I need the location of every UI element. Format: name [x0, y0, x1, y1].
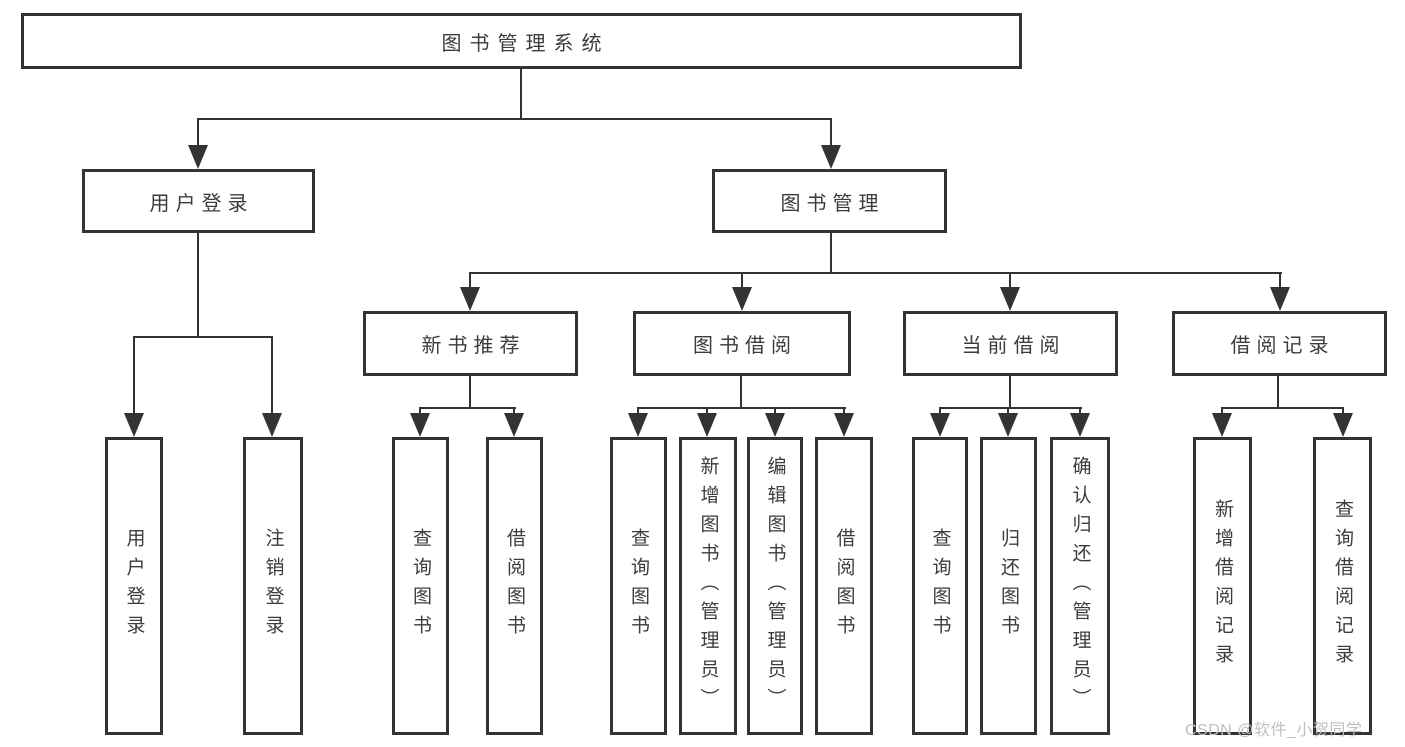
leaf-user-login: 用户登录 — [105, 437, 163, 735]
arrowhead-down-icon — [998, 413, 1018, 437]
leaf-query-books-borrowing: 查询图书 — [610, 437, 667, 735]
arrowhead-down-icon — [188, 145, 208, 169]
node-book-management-label: 图书管理 — [780, 192, 885, 215]
arrowhead-down-icon — [504, 413, 524, 437]
connector-stem — [1221, 407, 1223, 415]
leaf-query-books-current-label: 查询图书 — [929, 528, 951, 644]
leaf-user-login-label: 用户登录 — [123, 528, 145, 644]
arrowhead-down-icon — [1070, 413, 1090, 437]
connector-stem — [197, 118, 199, 147]
leaf-add-books-admin-label: 新增图书（管理员） — [697, 455, 719, 717]
leaf-confirm-return-admin-label: 确认归还（管理员） — [1069, 455, 1091, 717]
node-book-borrowing: 图书借阅 — [633, 311, 851, 376]
leaf-edit-books-admin-label: 编辑图书（管理员） — [764, 455, 786, 717]
connector-stem — [830, 233, 832, 274]
arrowhead-down-icon — [930, 413, 950, 437]
leaf-return-books-label: 归还图书 — [998, 528, 1019, 644]
node-root-label: 图书管理系统 — [441, 32, 610, 55]
connector-horizontal — [133, 336, 273, 338]
leaf-edit-books-admin: 编辑图书（管理员） — [747, 437, 803, 735]
connector-stem — [513, 407, 515, 415]
leaf-add-books-admin: 新增图书（管理员） — [679, 437, 737, 735]
connector-stem — [637, 407, 639, 415]
leaf-query-borrow-record-label: 查询借阅记录 — [1332, 499, 1353, 673]
arrowhead-down-icon — [628, 413, 648, 437]
leaf-query-books-borrowing-label: 查询图书 — [628, 528, 649, 644]
leaf-borrow-books: 借阅图书 — [815, 437, 873, 735]
arrowhead-down-icon — [732, 287, 752, 311]
connector-stem — [740, 376, 742, 409]
connector-stem — [1009, 272, 1011, 289]
arrowhead-down-icon — [834, 413, 854, 437]
leaf-borrow-books-recommend: 借阅图书 — [486, 437, 543, 735]
connector-horizontal — [1221, 407, 1344, 409]
connector-stem — [469, 272, 471, 289]
arrowhead-down-icon — [1000, 287, 1020, 311]
leaf-query-borrow-record: 查询借阅记录 — [1313, 437, 1372, 735]
node-root-system: 图书管理系统 — [21, 13, 1022, 69]
arrowhead-down-icon — [410, 413, 430, 437]
leaf-add-borrow-record-label: 新增借阅记录 — [1212, 499, 1233, 673]
connector-stem — [197, 232, 199, 336]
node-borrow-records-label: 借阅记录 — [1230, 335, 1335, 357]
node-current-borrowing-label: 当前借阅 — [961, 335, 1066, 357]
connector-horizontal — [419, 407, 516, 409]
arrowhead-down-icon — [821, 145, 841, 169]
connector-level1-horizontal — [197, 118, 832, 120]
node-new-book-recommend: 新书推荐 — [363, 311, 578, 376]
connector-stem — [419, 407, 421, 415]
arrowhead-down-icon — [460, 287, 480, 311]
connector-stem — [469, 376, 471, 409]
connector-stem — [830, 118, 832, 147]
arrowhead-down-icon — [765, 413, 785, 437]
connector-stem — [1007, 407, 1009, 415]
arrowhead-down-icon — [1212, 413, 1232, 437]
connector-stem — [1277, 376, 1279, 409]
connector-stem — [133, 336, 135, 415]
connector-stem — [706, 407, 708, 415]
node-new-book-recommend-label: 新书推荐 — [421, 335, 526, 357]
node-current-borrowing: 当前借阅 — [903, 311, 1118, 376]
connector-stem — [1079, 407, 1081, 415]
csdn-watermark: CSDN @软件_小贺同学 — [1185, 722, 1363, 739]
leaf-query-books-current: 查询图书 — [912, 437, 968, 735]
connector-stem — [939, 407, 941, 415]
connector-stem — [843, 407, 845, 415]
leaf-borrow-books-label: 借阅图书 — [833, 528, 855, 644]
arrowhead-down-icon — [262, 413, 282, 437]
leaf-return-books: 归还图书 — [980, 437, 1037, 735]
node-book-borrowing-label: 图书借阅 — [693, 335, 797, 357]
arrowhead-down-icon — [1270, 287, 1290, 311]
connector-stem — [774, 407, 776, 415]
connector-root-trunk — [520, 69, 522, 118]
connector-horizontal — [637, 407, 846, 409]
connector-stem — [271, 336, 273, 415]
connector-stem — [741, 272, 743, 289]
leaf-add-borrow-record: 新增借阅记录 — [1193, 437, 1252, 735]
node-book-management: 图书管理 — [712, 169, 947, 233]
arrowhead-down-icon — [697, 413, 717, 437]
leaf-query-books-recommend: 查询图书 — [392, 437, 449, 735]
leaf-borrow-books-recommend-label: 借阅图书 — [504, 528, 525, 644]
node-user-login: 用户登录 — [82, 169, 315, 233]
node-user-login-label: 用户登录 — [149, 192, 254, 215]
connector-stem — [1009, 376, 1011, 409]
leaf-logout: 注销登录 — [243, 437, 303, 735]
connector-stem — [1279, 272, 1281, 289]
node-borrow-records: 借阅记录 — [1172, 311, 1387, 376]
connector-stem — [1342, 407, 1344, 415]
leaf-logout-label: 注销登录 — [262, 528, 284, 644]
connector-horizontal — [469, 272, 1282, 274]
leaf-query-books-recommend-label: 查询图书 — [410, 528, 431, 644]
arrowhead-down-icon — [1333, 413, 1353, 437]
arrowhead-down-icon — [124, 413, 144, 437]
leaf-confirm-return-admin: 确认归还（管理员） — [1050, 437, 1110, 735]
connector-horizontal — [939, 407, 1082, 409]
